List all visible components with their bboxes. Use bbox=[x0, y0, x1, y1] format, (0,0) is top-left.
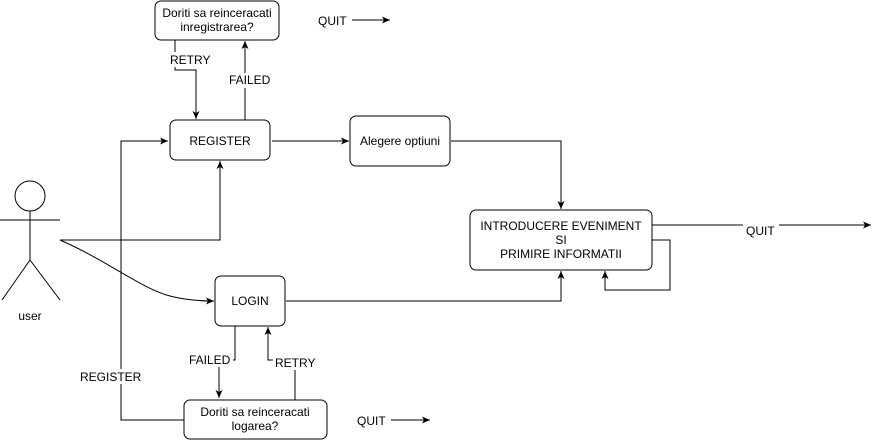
node-retry-register-line-2: inregistrarea? bbox=[180, 20, 254, 34]
edge-login-to-introducere bbox=[286, 271, 565, 302]
user-actor-leg-right bbox=[29, 259, 61, 301]
node-alegere-label: Alegere optiuni bbox=[360, 134, 440, 148]
label-quit-right: QUIT bbox=[746, 224, 775, 238]
label-failed-bottom: FAILED bbox=[189, 353, 231, 367]
node-login: LOGIN bbox=[214, 275, 286, 327]
node-retry-login-line-1: Doriti sa reinceracati bbox=[200, 405, 309, 419]
node-register-label: REGISTER bbox=[189, 134, 251, 148]
edge-introducere-self-loop bbox=[601, 239, 671, 291]
node-login-label: LOGIN bbox=[231, 294, 268, 308]
label-quit-bottom: QUIT bbox=[357, 414, 386, 428]
label-retry-bottom: RETRY bbox=[275, 356, 315, 370]
user-actor: user bbox=[0, 180, 61, 323]
node-retry-login: Doriti sa reinceracati logarea? bbox=[183, 399, 328, 440]
user-actor-label: user bbox=[18, 309, 41, 323]
edge-user-to-login bbox=[59, 239, 215, 305]
edge-alegere-to-introducere bbox=[451, 140, 565, 209]
edge-labels: QUIT RETRY FAILED QUIT FAILED RETRY REGI… bbox=[80, 14, 775, 428]
node-introducere-eveniment: INTRODUCERE EVENIMENT SI PRIMIRE INFORMA… bbox=[469, 209, 653, 271]
node-introducere-line-2: SI bbox=[555, 233, 566, 247]
label-retry-top: RETRY bbox=[170, 53, 210, 67]
label-register-left: REGISTER bbox=[80, 370, 142, 384]
edges bbox=[59, 16, 871, 424]
node-retry-register-line-1: Doriti sa reinceracati bbox=[162, 6, 271, 20]
node-register: REGISTER bbox=[169, 119, 271, 161]
label-failed-top: FAILED bbox=[229, 73, 271, 87]
node-introducere-line-3: PRIMIRE INFORMATII bbox=[500, 247, 622, 261]
user-actor-head bbox=[14, 180, 46, 212]
edge-retry-register bbox=[174, 40, 200, 119]
edge-label-backgrounds bbox=[78, 52, 779, 384]
node-alegere-optiuni: Alegere optiuni bbox=[349, 115, 451, 167]
label-quit-top: QUIT bbox=[318, 14, 347, 28]
user-actor-leg-left bbox=[1, 259, 31, 301]
node-introducere-line-1: INTRODUCERE EVENIMENT bbox=[480, 219, 642, 233]
edge-user-to-register bbox=[60, 161, 224, 241]
node-retry-register: Doriti sa reinceracati inregistrarea? bbox=[154, 0, 280, 41]
node-retry-login-line-2: logarea? bbox=[232, 419, 279, 433]
edge-retry-login-register bbox=[120, 137, 184, 421]
